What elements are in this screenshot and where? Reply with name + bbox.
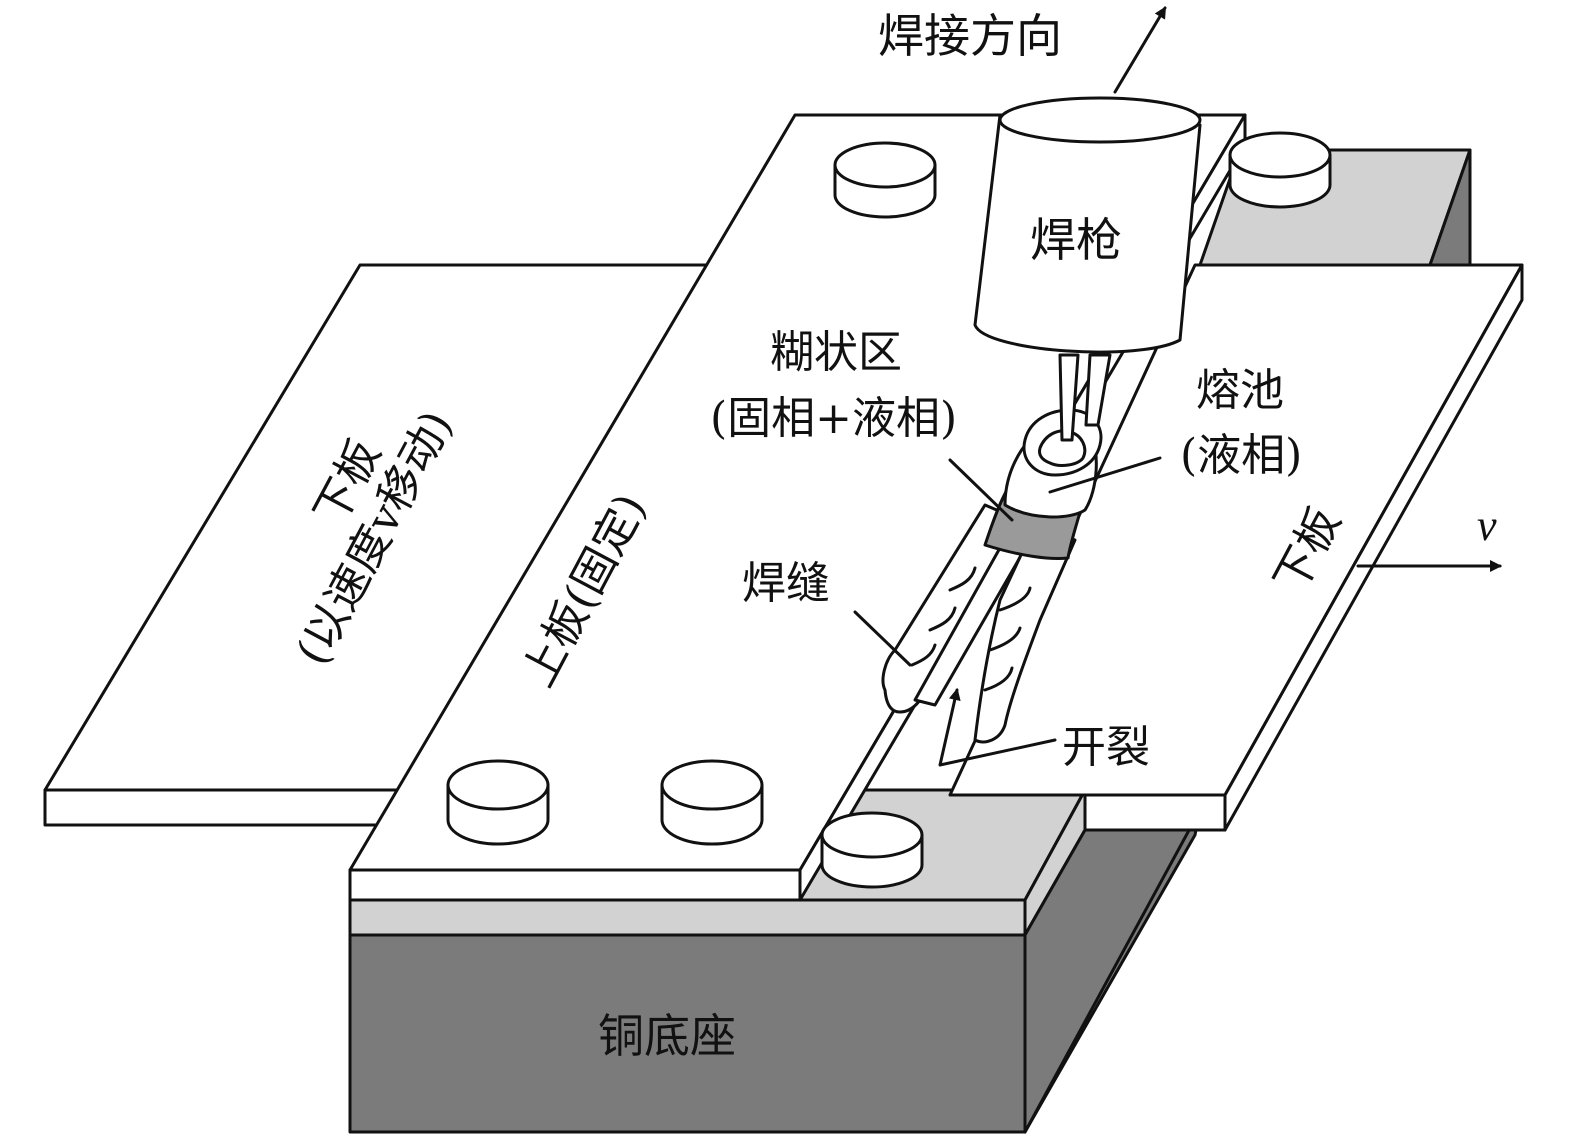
torch-electrode — [1058, 353, 1112, 442]
mushy-zone-leader — [948, 458, 1014, 522]
molten-pool — [1003, 408, 1103, 519]
weld-bead — [881, 503, 1077, 744]
lower-plate-right — [948, 263, 1524, 832]
mushy-zone-label-1: 糊状区 — [770, 327, 902, 378]
torch-label: 焊枪 — [1030, 213, 1122, 267]
clamp-top-right — [1228, 131, 1332, 209]
clamp-bottom-1 — [446, 759, 550, 846]
molten-pool-label-1: 熔池 — [1196, 365, 1284, 416]
leader-lines — [853, 456, 1162, 667]
molten-pool-label-2: (液相) — [1180, 430, 1302, 481]
molten-pool-leader — [1048, 456, 1162, 494]
welding-direction-label: 焊接方向 — [878, 9, 1062, 63]
clamp-bottom-2 — [660, 759, 764, 846]
welding-direction-arrow — [1113, 6, 1167, 94]
clamp-bottom-3 — [820, 811, 924, 889]
weld-seam-leader — [853, 610, 912, 667]
crack-label: 开裂 — [1062, 722, 1150, 773]
copper-base-label: 铜底座 — [598, 1009, 736, 1063]
clamp-top-left — [833, 141, 937, 219]
crack-arrow — [938, 688, 1057, 767]
velocity-label: v — [1477, 501, 1497, 550]
welding-torch — [973, 96, 1202, 354]
weld-seam-label: 焊缝 — [742, 558, 830, 609]
mushy-zone-label-2: (固相+液相) — [710, 393, 957, 444]
